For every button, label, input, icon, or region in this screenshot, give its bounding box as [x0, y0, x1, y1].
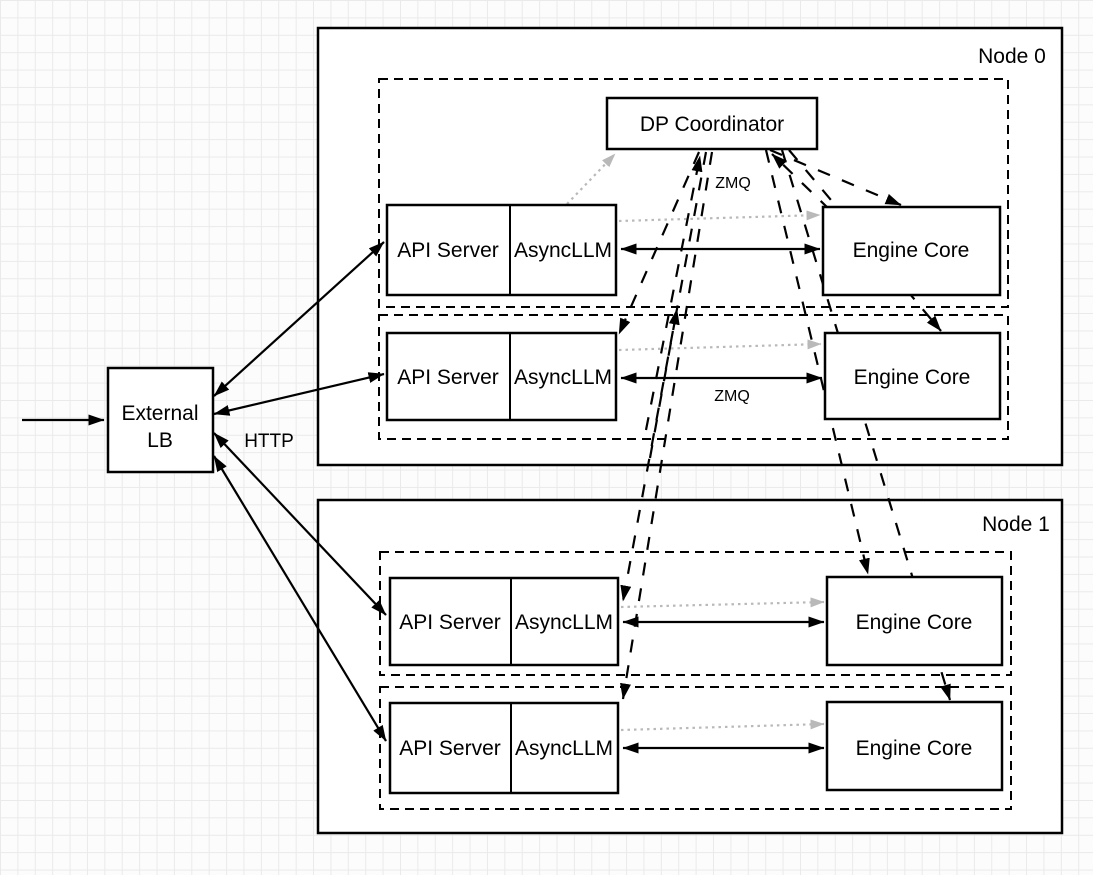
- edge-lb-apiserver-node1-row1: [213, 455, 387, 742]
- external-lb-label-line1: External: [121, 402, 198, 425]
- edge-async-engine-dotted-node0-row1: [618, 339, 822, 352]
- edge-up-to-coordinator: [644, 155, 703, 431]
- api-async-box-node1-row1: [388, 701, 620, 795]
- replica-group-node0-row0: [378, 78, 1009, 308]
- edge-coordinator-async-node0-row1: [617, 151, 701, 335]
- zmq-coordinator-label: ZMQ: [715, 175, 751, 192]
- engine-core-label-node0-row0: Engine Core: [853, 239, 970, 262]
- edge-coordinator-engine-node1-row0: [764, 149, 870, 575]
- api-async-box-node0-row1: [385, 331, 618, 422]
- async-llm-label-node1-row1: AsyncLLM: [515, 737, 613, 760]
- node0-label: Node 0: [978, 45, 1046, 68]
- engine-core-label-node0-row1: Engine Core: [854, 366, 971, 389]
- dp-coordinator-label: DP Coordinator: [640, 113, 784, 136]
- engine-core-label-node1-row0: Engine Core: [856, 611, 973, 634]
- node1-label: Node 1: [982, 513, 1050, 536]
- engine-core-box-node1-row1: [825, 700, 1004, 792]
- api-server-label-node1-row1: API Server: [399, 737, 501, 760]
- dp-coordinator-box: [605, 96, 819, 151]
- edge-async-coordinator-dotted: [566, 153, 616, 205]
- edge-lb-apiserver-node0-row0: [213, 241, 385, 397]
- external-lb-label-line2: LB: [147, 429, 173, 452]
- api-server-label-node1-row0: API Server: [399, 611, 501, 634]
- edge-async-engine-dotted-node0-row0: [618, 210, 821, 223]
- edge-async-engine-dotted-node1-row1: [620, 719, 825, 732]
- engine-core-box-node1-row0: [825, 575, 1004, 667]
- edge-lb-apiserver-node0-row1: [213, 372, 385, 416]
- api-async-box-node0-row0: [385, 203, 618, 297]
- api-server-label-node0-row1: API Server: [397, 366, 499, 389]
- api-async-box-node1-row0: [388, 576, 620, 667]
- async-llm-label-node1-row0: AsyncLLM: [515, 611, 613, 634]
- zmq-engine-label: ZMQ: [714, 388, 750, 405]
- http-edge-label: HTTP: [244, 431, 294, 452]
- edge-async-engine-dotted-node1-row0: [620, 597, 825, 609]
- api-server-label-node0-row0: API Server: [397, 239, 499, 262]
- async-llm-label-node0-row1: AsyncLLM: [514, 366, 612, 389]
- external-lb-box: [106, 366, 215, 474]
- async-llm-label-node0-row0: AsyncLLM: [514, 239, 612, 262]
- engine-core-box-node0-row1: [823, 331, 1002, 421]
- replica-group-node1-row1: [379, 686, 1012, 810]
- engine-core-label-node1-row1: Engine Core: [856, 737, 973, 760]
- engine-core-box-node0-row0: [821, 205, 1002, 297]
